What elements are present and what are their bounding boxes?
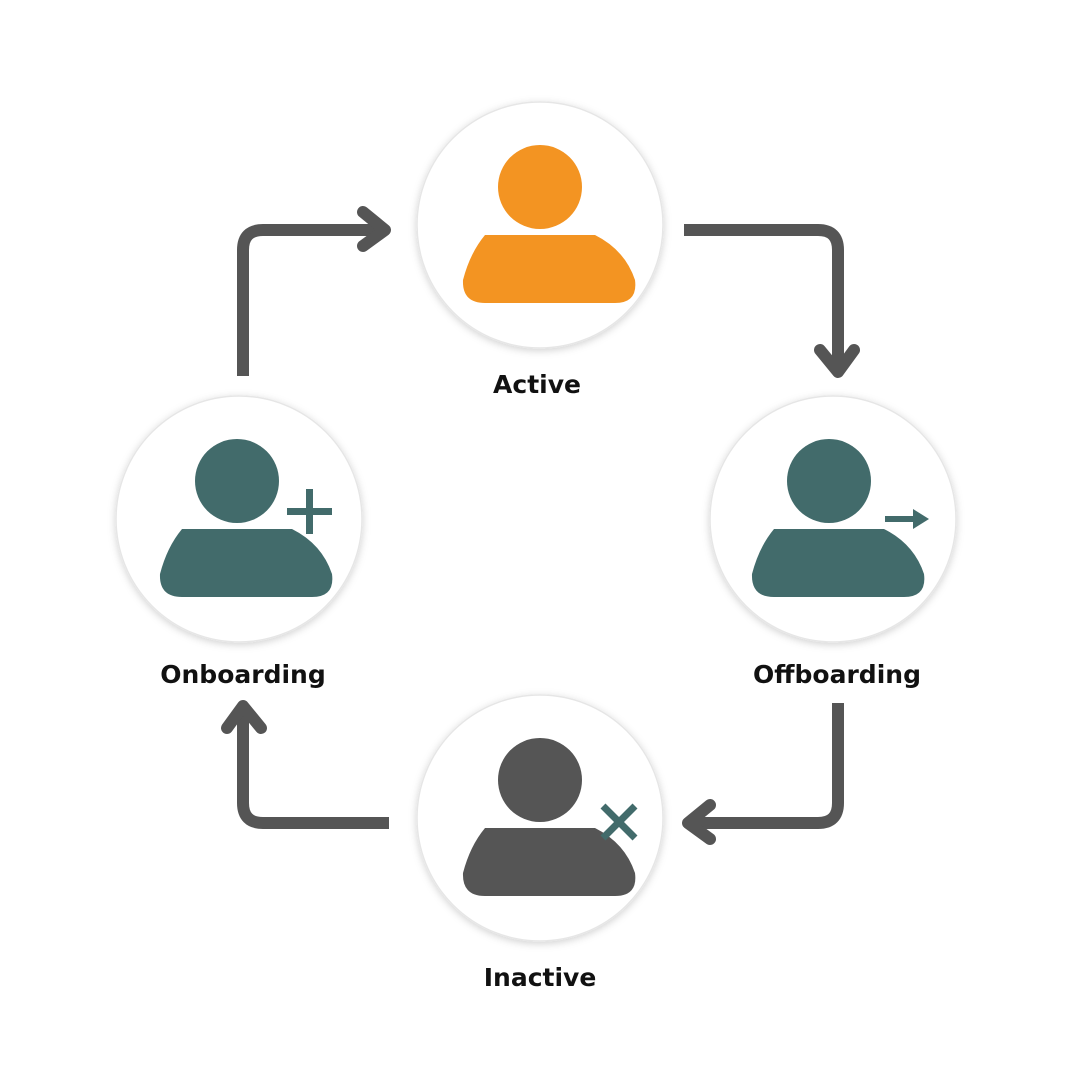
stage-label-inactive: Inactive xyxy=(483,963,597,992)
stage-offboarding xyxy=(709,395,957,643)
x-icon xyxy=(600,803,638,841)
arrow-active-to-offboarding xyxy=(684,224,860,378)
person-x-icon xyxy=(462,738,638,896)
person-plus-icon xyxy=(159,439,333,597)
stage-label-offboarding: Offboarding xyxy=(753,660,921,689)
stage-onboarding xyxy=(115,395,363,643)
arrow-onboarding-to-active xyxy=(237,206,391,376)
person-arrow-right-icon xyxy=(751,439,929,597)
stage-inactive xyxy=(416,694,664,942)
stage-active xyxy=(416,101,664,349)
stage-label-onboarding: Onboarding xyxy=(160,660,326,689)
arrow-inactive-to-onboarding xyxy=(221,700,389,829)
stage-label-active: Active xyxy=(493,370,581,399)
person-icon xyxy=(462,145,636,303)
arrow-offboarding-to-inactive xyxy=(682,703,844,845)
